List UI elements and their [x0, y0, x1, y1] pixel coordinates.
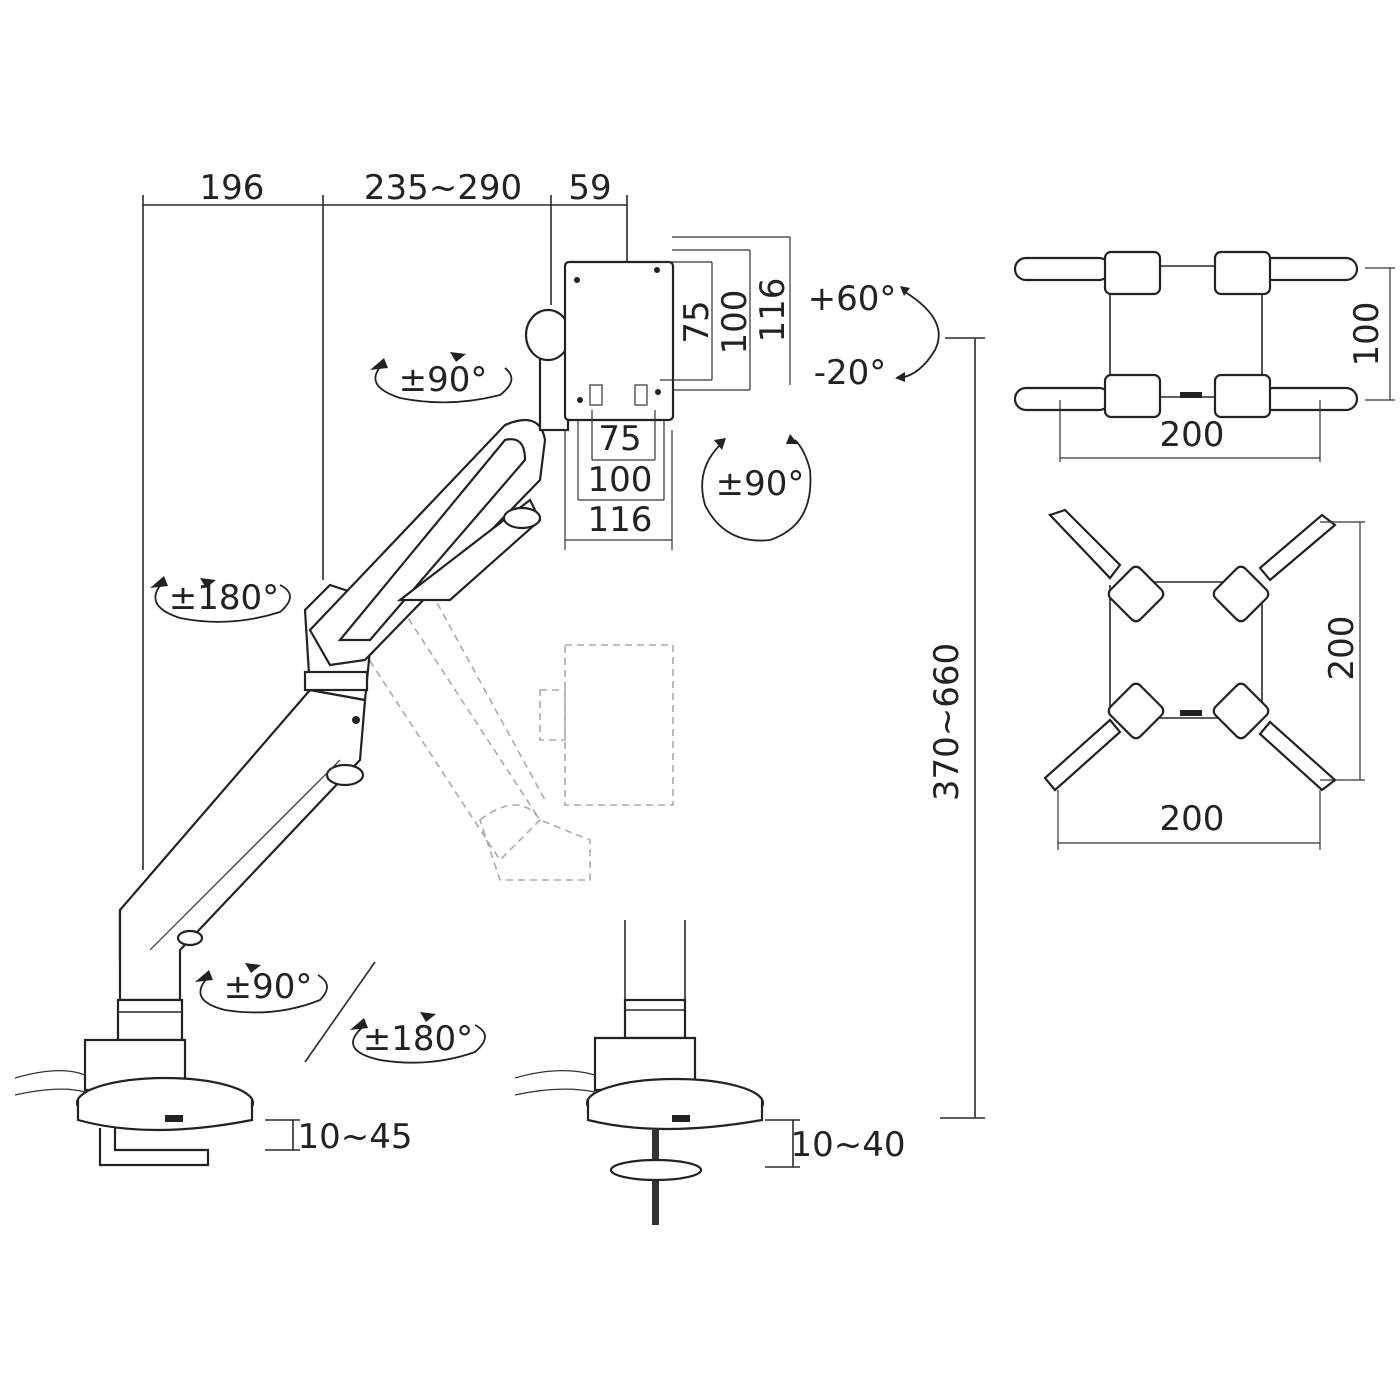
height-dimension-lines	[940, 337, 985, 1119]
vesa1-width-label: 200	[1160, 415, 1225, 455]
plate-dim-h-116: 116	[588, 500, 653, 540]
plate-dim-v-75: 75	[677, 300, 717, 343]
vesa-adapter-100x200	[1013, 250, 1395, 462]
base-rotate-arc-icon	[350, 1012, 486, 1064]
head-swivel-label: ±90°	[399, 360, 488, 400]
tilt-up-label: +60°	[808, 279, 897, 319]
clamp-thickness-label: 10~45	[297, 1117, 412, 1157]
elbow-rotate-label: ±180°	[169, 578, 279, 618]
base-swivel-label: ±90°	[224, 967, 313, 1007]
height-range-label: 370~660	[927, 643, 967, 801]
plate-rotate-arc-icon	[701, 434, 812, 542]
dim-235-290: 235~290	[364, 168, 522, 208]
top-dimension-lines	[142, 195, 628, 870]
elbow-rotate-arc-icon	[150, 576, 291, 623]
monitor-arm	[14, 260, 675, 1167]
clamp-thickness-dimension	[265, 1119, 300, 1151]
plate-dim-v-116: 116	[753, 278, 793, 343]
plate-vertical-dimension-lines	[660, 236, 791, 391]
plate-dim-v-100: 100	[715, 290, 755, 355]
grommet-thickness-label: 10~40	[790, 1125, 905, 1165]
separator-line	[304, 961, 376, 1063]
head-swivel-arc-icon	[370, 352, 513, 404]
base-rotate-label: ±180°	[363, 1019, 473, 1059]
tilt-arc-icon	[895, 286, 940, 382]
grommet-base	[514, 920, 765, 1225]
vesa-adapter-200x200	[1043, 508, 1365, 850]
vesa2-width-label: 200	[1160, 799, 1225, 839]
plate-dim-h-75: 75	[598, 419, 641, 459]
plate-dim-h-100: 100	[588, 460, 653, 500]
vesa1-height-label: 100	[1347, 302, 1387, 367]
tilt-down-label: -20°	[814, 353, 887, 393]
vesa2-height-label: 200	[1322, 616, 1362, 681]
grommet-thickness-dimension	[765, 1119, 800, 1168]
dim-196: 196	[200, 168, 265, 208]
base-swivel-arc-icon	[195, 963, 328, 1014]
plate-rotate-label: ±90°	[716, 464, 805, 504]
dim-59: 59	[568, 168, 611, 208]
plate-horizontal-dimension-lines	[564, 410, 673, 550]
